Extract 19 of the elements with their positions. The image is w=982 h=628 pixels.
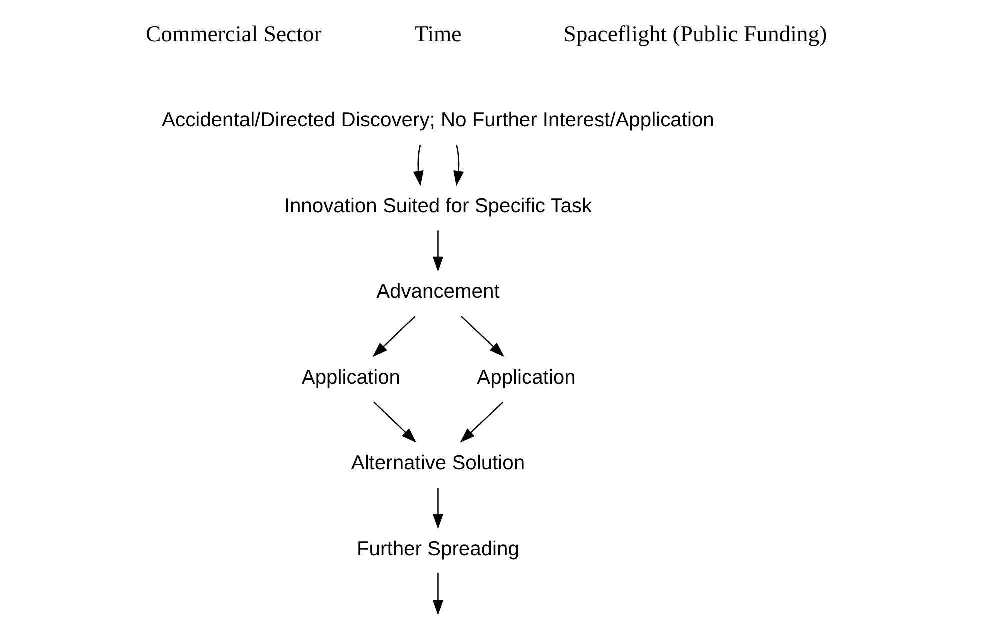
arrow <box>432 488 444 530</box>
arrow <box>373 402 416 443</box>
arrow <box>460 316 504 358</box>
arrow <box>453 144 464 186</box>
node-text: Advancement <box>376 281 500 304</box>
node-text: Accidental/Directed Discovery; No Further Interest/Application <box>162 110 714 132</box>
node-text: Application <box>476 366 576 389</box>
arrow <box>432 230 444 272</box>
arrow <box>412 144 424 186</box>
node-text: Alternative Solution <box>350 452 525 475</box>
node-text: Innovation Suited for Specific Task <box>284 195 592 218</box>
arrow <box>460 402 504 443</box>
label: Spaceflight (Public Funding) <box>563 22 827 47</box>
arrow <box>372 316 416 358</box>
node-text: Further Spreading <box>356 538 519 560</box>
label: Time <box>414 22 462 47</box>
label: Commercial Sector <box>146 22 322 47</box>
node-text: Application <box>301 366 400 389</box>
arrow <box>432 574 444 616</box>
